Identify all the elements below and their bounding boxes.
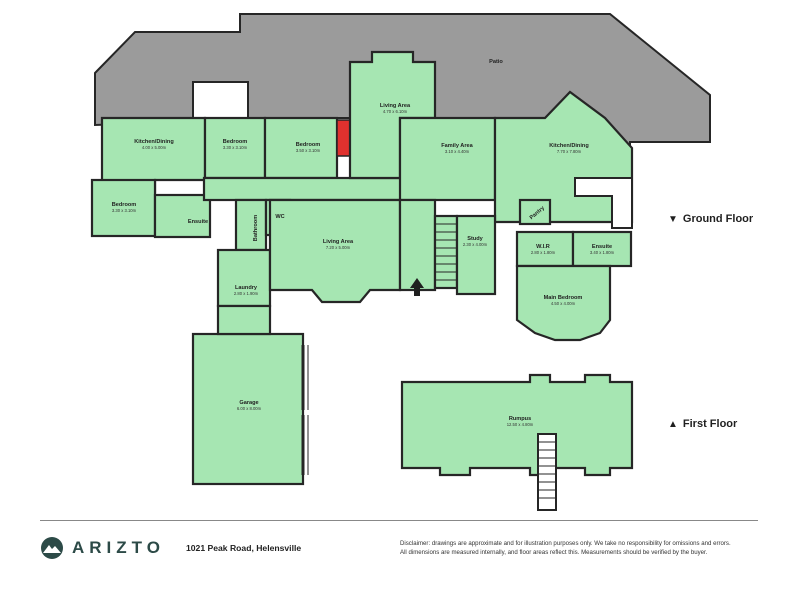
label-living-area-lower: Living Area (323, 239, 354, 245)
ground-floor (90, 50, 634, 486)
label-bedroom-3: Bedroom (112, 202, 137, 208)
dims-kitchen-dining-east: 7.70 x 7.80m (557, 149, 582, 154)
room-living-area-upper (348, 50, 437, 180)
label-ensuite-east: Ensuite (592, 244, 612, 250)
entry-arrow-icon (410, 278, 424, 296)
dims-living-area-upper: 4.70 x 6.10m (383, 109, 408, 114)
dims-bedroom-1: 3.30 x 3.10m (223, 145, 248, 150)
label-kitchen-dining-west: Kitchen/Dining (134, 139, 174, 145)
triangle-up-icon: ▲ (668, 419, 678, 430)
rumpus-staircase (537, 433, 557, 511)
connector-corridor (216, 304, 272, 336)
room-ensuite-west (153, 193, 212, 239)
room-living-area-lower (268, 198, 402, 304)
dims-main-bedroom: 4.50 x 4.00m (551, 301, 576, 306)
room-bedroom-1 (203, 116, 267, 180)
stair-treads (435, 223, 457, 281)
ground-floor-label: ▼ Ground Floor (668, 213, 753, 225)
dims-family-area: 3.10 x 4.40m (445, 149, 470, 154)
room-study (455, 214, 497, 296)
rumpus-stair-treads (538, 441, 556, 499)
room-family-area (398, 116, 497, 202)
ground-floor-text: Ground Floor (682, 213, 754, 225)
label-living-area-upper: Living Area (380, 103, 411, 109)
room-laundry (216, 248, 272, 308)
label-wir: W.I.R (536, 244, 550, 250)
disclaimer: Disclaimer: drawings are approximate and… (400, 540, 780, 557)
hallway (202, 176, 406, 202)
room-garage (191, 332, 305, 486)
label-bathroom: Bathroom (253, 215, 259, 241)
label-garage: Garage (239, 400, 258, 406)
entry-corridor (398, 198, 437, 292)
property-address: 1021 Peak Road, Helensville (186, 543, 302, 553)
dims-laundry: 2.80 x 1.90m (234, 291, 259, 296)
room-rumpus (400, 373, 634, 477)
label-wc: WC (275, 214, 284, 220)
room-wir (515, 230, 575, 268)
brand-name: ARIZTO (72, 538, 165, 557)
room-bathroom (234, 198, 268, 252)
triangle-down-icon: ▼ (668, 214, 678, 225)
kitchen-counter (574, 177, 633, 229)
label-bedroom-1: Bedroom (223, 139, 248, 145)
label-rumpus: Rumpus (509, 416, 531, 422)
dims-wir: 2.80 x 1.80m (531, 250, 556, 255)
room-bedroom-3 (90, 178, 157, 238)
first-floor-text: First Floor (682, 418, 738, 430)
outdoor-structure (192, 81, 249, 119)
floor-plan: Patio (90, 13, 711, 511)
footer-divider (40, 520, 758, 521)
dims-living-area-lower: 7.20 x 5.00m (326, 245, 351, 250)
label-ensuite-west: Ensuite (188, 219, 208, 225)
dims-bedroom-3: 3.30 x 3.10m (112, 208, 137, 213)
disclaimer-line-2: All dimensions are measured internally, … (400, 548, 708, 556)
label-study: Study (467, 236, 483, 242)
staircase (433, 214, 459, 290)
label-main-bedroom: Main Bedroom (544, 295, 583, 301)
garage-doors (301, 345, 309, 475)
label-bedroom-2: Bedroom (296, 142, 321, 148)
dims-bedroom-2: 3.50 x 3.10m (296, 148, 321, 153)
label-family-area: Family Area (441, 143, 473, 149)
dims-rumpus: 12.50 x 4.80m (507, 422, 534, 427)
label-kitchen-dining-east: Kitchen/Dining (549, 143, 589, 149)
room-ensuite-east (571, 230, 633, 268)
room-pantry (518, 198, 552, 226)
first-floor-label: ▲ First Floor (668, 418, 737, 430)
label-laundry: Laundry (235, 285, 258, 291)
brand-logo: ARIZTO (40, 536, 165, 560)
dims-garage: 6.00 x 8.00m (237, 406, 262, 411)
dims-study: 2.30 x 4.00m (463, 242, 488, 247)
dims-kitchen-dining-west: 4.00 x 5.00m (142, 145, 167, 150)
room-main-bedroom (515, 264, 612, 342)
dims-ensuite-east: 3.40 x 1.80m (590, 250, 615, 255)
disclaimer-line-1: Disclaimer: drawings are approximate and… (400, 540, 731, 547)
patio-label: Patio (489, 59, 503, 65)
mountain-logo-icon (41, 537, 63, 559)
